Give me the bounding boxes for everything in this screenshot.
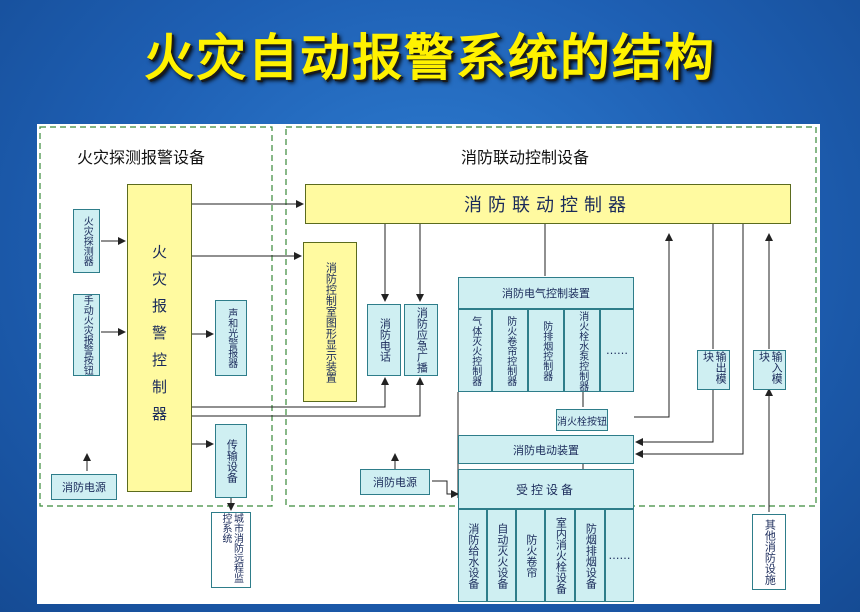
- controlled-fire-shutter: 防火卷帘: [516, 509, 545, 602]
- ec-item-more: ……: [600, 309, 634, 392]
- remote-monitor-box: 城市消防远程监控系统: [211, 512, 251, 588]
- right-section-title: 消防联动控制设备: [461, 148, 590, 167]
- arrow-to-controlled: [432, 480, 459, 498]
- fire-power-right-box: 消防电源: [360, 469, 430, 495]
- electric-control-device-box: 消防电气控制装置: [458, 277, 634, 309]
- arrow-output-powerdevice: [635, 375, 714, 446]
- ec-item-smoke-exhaust: 防排烟控制器: [528, 309, 564, 392]
- other-fire-facilities-box: 其他消防设施: [752, 514, 786, 590]
- diagram-panel: 火灾探测报警设备 消防联动控制设备 火灾探测器 手动火灾报警按钮 火灾报警控制器…: [37, 124, 820, 604]
- fire-detector-box: 火灾探测器: [73, 209, 100, 273]
- output-module-box: 输出模块: [697, 350, 730, 390]
- diagram-lines: [39, 126, 817, 512]
- manual-alarm-button-box: 手动火灾报警按钮: [73, 294, 100, 376]
- transmission-device-box: 传输设备: [215, 424, 247, 498]
- ec-item-shutter: 防火卷帘控制器: [492, 309, 528, 392]
- controlled-more: ……: [605, 509, 634, 602]
- sound-light-alarm-box: 声和光警报器: [215, 300, 247, 376]
- left-section-border: [39, 126, 273, 507]
- arrow-linkage-powerdevice: [635, 224, 744, 458]
- controlled-auto-extinguish: 自动灭火设备: [487, 509, 516, 602]
- input-module-box: 输入模块: [753, 350, 786, 390]
- hydrant-button-box: 消火栓按钮: [556, 409, 608, 431]
- arrow-controller-broadcast: [192, 377, 424, 417]
- left-section-title: 火灾探测报警设备: [77, 148, 206, 167]
- fire-alarm-controller-box: 火灾报警控制器: [127, 184, 192, 492]
- linkage-controller-box: 消防联动控制器: [305, 184, 791, 224]
- controlled-water-supply: 消防给水设备: [458, 509, 487, 602]
- ec-item-gas-extinguish: 气体灭火控制器: [458, 309, 492, 392]
- controlled-equipment-box: 受控设备: [458, 469, 634, 509]
- ec-item-hydrant-pump: 消火栓水泵控制器: [564, 309, 600, 392]
- controlled-smoke-control: 防烟排烟设备: [575, 509, 605, 602]
- graphic-display-box: 消防控制室图形显示装置: [303, 242, 357, 402]
- page-title: 火灾自动报警系统的结构: [144, 29, 716, 87]
- fire-power-device-box: 消防电动装置: [458, 435, 634, 464]
- controlled-indoor-hydrant: 室内消火栓设备: [545, 509, 575, 602]
- arrow-controller-phone: [192, 377, 389, 408]
- arrow-hydrant-linkage: [634, 233, 673, 418]
- fire-power-left-box: 消防电源: [51, 474, 117, 500]
- emergency-broadcast-box: 消防应急广播: [404, 304, 438, 376]
- fire-phone-box: 消防电话: [367, 304, 401, 376]
